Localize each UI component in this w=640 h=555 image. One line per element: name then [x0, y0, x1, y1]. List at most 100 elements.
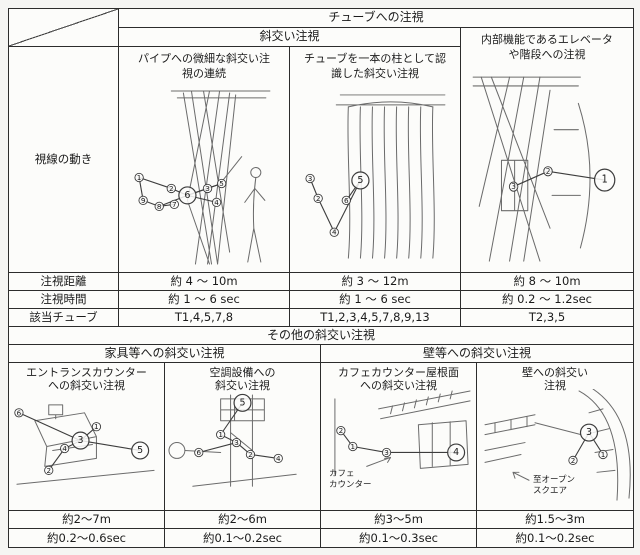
svg-text:6: 6: [344, 196, 349, 205]
row-label-gaze-movement: 視線の動き: [9, 47, 119, 273]
svg-text:2: 2: [248, 450, 253, 459]
value-tubes-3: T2,3,5: [461, 309, 633, 327]
bottom-distance-4: 約1.5〜3m: [477, 511, 633, 529]
gaze-sketch-tube-pillar: 3 2 4 6 5: [305, 94, 446, 259]
tubes-value: T1,2,3,4,5,7,8,9,13: [320, 310, 430, 325]
table-title: チューブへの注視: [119, 9, 633, 28]
svg-text:4: 4: [276, 454, 281, 463]
value-time-1: 約 1 〜 6 sec: [119, 291, 290, 309]
elevator-stairs-header: 内部機能であるエレベータや階段への注視: [481, 33, 613, 62]
ac-equipment-caption: 空調設備への斜交い注視: [209, 366, 276, 393]
bottom-time-2: 約0.1〜0.2sec: [165, 529, 321, 547]
label-applicable-tubes: 該当チューブ: [9, 309, 119, 327]
svg-text:3: 3: [205, 184, 210, 193]
empty-diagonal-cell: [9, 9, 119, 47]
bottom-time-3: 約0.1〜0.3sec: [321, 529, 477, 547]
pipe-gaze-header: パイプへの微細な斜交い注視の連続: [138, 52, 270, 81]
svg-text:3: 3: [234, 438, 239, 447]
svg-text:3: 3: [78, 435, 84, 446]
other-gaze-title-text: その他の斜交い注視: [266, 327, 375, 342]
group-furniture-gaze: 家具等への斜交い注視: [9, 345, 321, 363]
gaze-movement-label: 視線の動き: [34, 152, 93, 167]
svg-text:7: 7: [172, 200, 177, 209]
time-value: 約0.2〜0.6sec: [47, 530, 126, 545]
svg-text:2: 2: [46, 466, 51, 475]
entrance-counter-caption: エントランスカウンターへの斜交い注視: [26, 366, 147, 393]
distance-value: 約 4 〜 10m: [170, 274, 238, 289]
svg-text:5: 5: [357, 175, 363, 186]
svg-text:1: 1: [218, 430, 223, 439]
svg-text:8: 8: [157, 202, 162, 211]
svg-text:3: 3: [384, 448, 389, 457]
svg-text:6: 6: [17, 408, 22, 417]
other-gaze-title: その他の斜交い注視: [9, 327, 633, 345]
svg-text:2: 2: [546, 167, 551, 176]
distance-value: 約2〜6m: [218, 512, 267, 527]
group-wall-gaze: 壁等への斜交い注視: [321, 345, 633, 363]
value-time-2: 約 1 〜 6 sec: [290, 291, 461, 309]
bottom-distance-1: 約2〜7m: [9, 511, 165, 529]
svg-text:4: 4: [214, 198, 219, 207]
value-time-3: 約 0.2 〜 1.2sec: [461, 291, 633, 309]
svg-text:1: 1: [602, 174, 608, 185]
label-gaze-time: 注視時間: [9, 291, 119, 309]
time-value: 約0.1〜0.2sec: [515, 530, 595, 545]
value-distance-3: 約 8 〜 10m: [461, 273, 633, 291]
bottom-distance-2: 約2〜6m: [165, 511, 321, 529]
svg-text:3: 3: [586, 427, 592, 438]
cafe-roof-caption: カフェカウンター屋根面への斜交い注視: [338, 366, 459, 393]
cafe-counter-annotation: カフェ カウンター: [329, 469, 372, 490]
cell-tube-pillar-gaze: チューブを一本の柱として認識した斜交い注視 3 2 4 6 5: [290, 47, 461, 273]
tube-gaze-table: チューブへの注視 斜交い注視 視線の動き パイプへの微細な斜交い注視の連続: [9, 9, 633, 327]
label-gaze-distance: 注視距離: [9, 273, 119, 291]
gaze-points: 3 2 4 6 5: [305, 171, 370, 237]
gaze-time-label: 注視時間: [40, 292, 87, 307]
applicable-tubes-label: 該当チューブ: [29, 310, 98, 325]
bottom-time-1: 約0.2〜0.6sec: [9, 529, 165, 547]
svg-text:4: 4: [332, 228, 337, 237]
group-furniture-label: 家具等への斜交い注視: [104, 345, 225, 360]
svg-text:1: 1: [137, 173, 142, 182]
svg-text:2: 2: [316, 194, 321, 203]
tubes-value: T2,3,5: [528, 310, 566, 325]
svg-text:3: 3: [308, 174, 313, 183]
svg-text:4: 4: [62, 444, 67, 453]
bottom-distance-3: 約3〜5m: [321, 511, 477, 529]
svg-text:9: 9: [141, 196, 146, 205]
time-value: 約 1 〜 6 sec: [339, 292, 411, 307]
subheader-diagonal-gaze: 斜交い注視: [119, 28, 461, 47]
distance-value: 約2〜7m: [62, 512, 111, 527]
gaze-sketch-wall: 312: [484, 389, 631, 501]
person-figure: [244, 167, 266, 263]
distance-value: 約 8 〜 10m: [513, 274, 581, 289]
svg-text:5: 5: [219, 179, 224, 188]
distance-value: 約 3 〜 12m: [341, 274, 409, 289]
open-square-annotation: 至オープン スクエア: [533, 475, 575, 496]
tube-pillar-header: チューブを一本の柱として認識した斜交い注視: [304, 52, 447, 81]
time-value: 約0.1〜0.3sec: [359, 530, 438, 545]
svg-text:1: 1: [94, 422, 99, 431]
time-value: 約 0.2 〜 1.2sec: [502, 292, 592, 307]
wall-gaze-caption: 壁への斜交い注視: [522, 366, 588, 393]
gaze-points: 312: [568, 423, 608, 466]
gaze-analysis-table: チューブへの注視 斜交い注視 視線の動き パイプへの微細な斜交い注視の連続: [8, 8, 634, 548]
group-wall-label: 壁等への斜交い注視: [422, 345, 531, 360]
subheader-text: 斜交い注視: [259, 29, 320, 44]
gaze-sketch-elevator: 123: [472, 76, 616, 262]
value-tubes-1: T1,4,5,7,8: [119, 309, 290, 327]
time-value: 約 1 〜 6 sec: [168, 292, 240, 307]
svg-text:4: 4: [453, 447, 459, 458]
value-distance-1: 約 4 〜 10m: [119, 273, 290, 291]
distance-value: 約1.5〜3m: [525, 512, 585, 527]
bottom-time-4: 約0.1〜0.2sec: [477, 529, 633, 547]
svg-text:2: 2: [571, 456, 576, 465]
